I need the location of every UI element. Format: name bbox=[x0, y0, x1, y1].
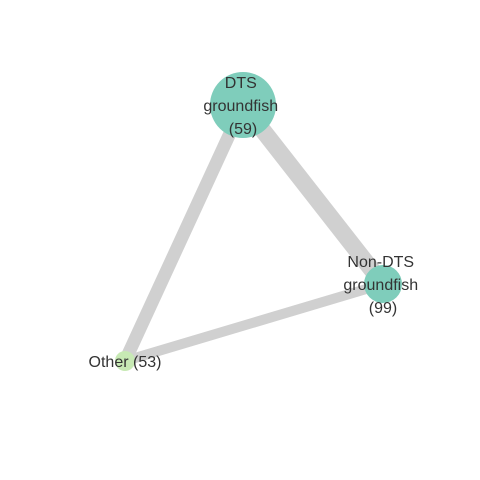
edge-dts-nondts bbox=[236, 99, 390, 290]
nodes-layer bbox=[115, 72, 402, 371]
edges-layer bbox=[119, 99, 390, 366]
edge-nondts-other bbox=[123, 279, 385, 366]
node-label-non-dts: Non-DTS groundfish (99) bbox=[343, 254, 422, 317]
labels-layer: DTS groundfish (59) Non-DTS groundfish (… bbox=[89, 75, 422, 371]
edge-dts-other bbox=[119, 102, 249, 364]
node-dts-groundfish bbox=[210, 72, 276, 138]
node-label-dts: DTS groundfish (59) bbox=[203, 75, 282, 138]
node-other bbox=[115, 351, 135, 371]
node-non-dts-groundfish bbox=[364, 265, 402, 303]
node-label-other: Other (53) bbox=[89, 354, 162, 371]
